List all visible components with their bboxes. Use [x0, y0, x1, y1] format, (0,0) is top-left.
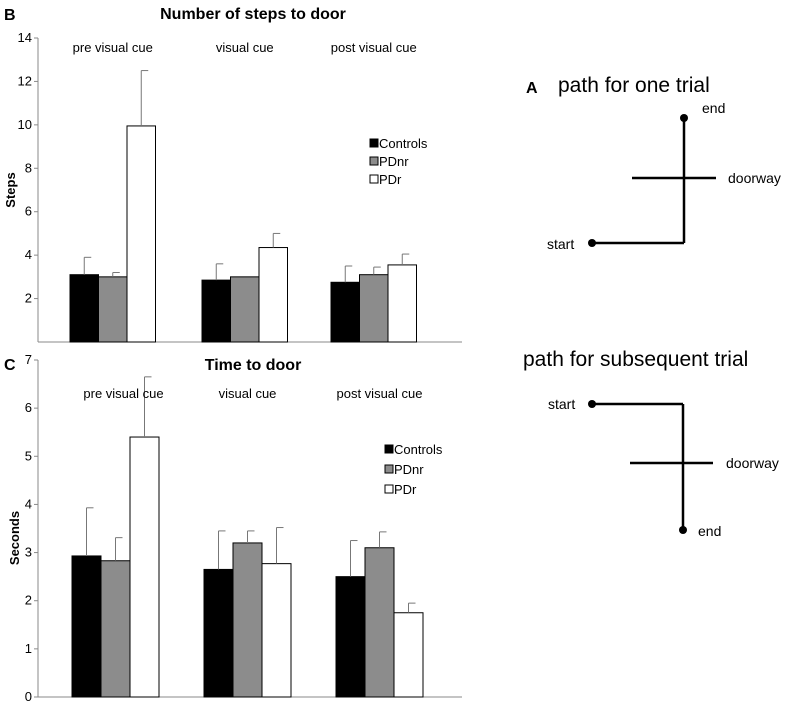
chart-marks: 0 1 2 3 4 5 6 7 pre visual cue visual cue post vis…: [25, 352, 462, 704]
path1-start-dot: [588, 239, 596, 247]
legend-label-pdr: PDr: [394, 482, 417, 497]
y-tick-label: 7: [25, 352, 32, 367]
group-label: visual cue: [219, 386, 277, 401]
bar-controls: [330, 281, 360, 343]
legend-swatch-pdnr: [384, 464, 394, 474]
chart-steps: B Number of steps to door Steps 2 4 6 8 10 12…: [3, 6, 462, 343]
bar-controls: [69, 274, 99, 343]
bar-pdr: [261, 563, 292, 698]
bar-pdr: [393, 612, 424, 698]
path2-start-dot: [588, 400, 596, 408]
y-tick-label: 14: [18, 30, 32, 45]
bar-pdnr: [232, 542, 263, 698]
y-tick-label: 8: [25, 160, 32, 175]
y-tick-label: 3: [25, 545, 32, 560]
y-tick-label: 6: [25, 400, 32, 415]
y-tick-label: 4: [25, 247, 32, 262]
group-label: post visual cue: [331, 40, 417, 55]
path2-end-dot: [679, 526, 687, 534]
bar-pdnr: [100, 560, 131, 698]
legend-label-pdr: PDr: [379, 172, 402, 187]
bar-controls: [71, 555, 102, 698]
legend-swatch-controls: [384, 444, 394, 454]
path1-route: [592, 118, 716, 245]
path1-end-label: end: [702, 100, 725, 116]
path2-doorway-label: doorway: [726, 455, 779, 471]
panel-letter-c: C: [4, 357, 16, 374]
y-tick-label: 5: [25, 448, 32, 463]
bar-controls: [335, 576, 366, 698]
chart-title: Number of steps to door: [160, 6, 346, 23]
bar-pdnr: [364, 547, 395, 698]
bar-pdr: [126, 125, 156, 343]
y-tick-label: 10: [18, 117, 32, 132]
path2-start-label: start: [548, 396, 575, 412]
path1-doorway-label: doorway: [728, 170, 781, 186]
legend-label-pdnr: PDnr: [394, 462, 424, 477]
path1-start-label: start: [547, 236, 574, 252]
legend-label-pdnr: PDnr: [379, 154, 409, 169]
group-label: pre visual cue: [73, 40, 153, 55]
y-tick-label: 2: [25, 593, 32, 608]
legend-swatch-pdr: [369, 174, 379, 184]
group-label: pre visual cue: [83, 386, 163, 401]
y-tick-label: 6: [25, 204, 32, 219]
panel-letter-b: B: [4, 7, 16, 24]
legend-label-controls: Controls: [394, 442, 443, 457]
legend-swatch-controls: [369, 138, 379, 148]
bar-pdnr: [230, 276, 260, 343]
legend-label-controls: Controls: [379, 136, 428, 151]
y-tick-label: 1: [25, 641, 32, 656]
group-label: visual cue: [216, 40, 274, 55]
path2-end-label: end: [698, 523, 721, 539]
legend-swatch-pdnr: [369, 156, 379, 166]
y-tick-label: 0: [25, 689, 32, 704]
path2-route: [592, 402, 713, 530]
chart-time: C Time to door Seconds 0 1 2 3 4 5 6 7 pre visua…: [4, 352, 462, 704]
bar-pdr: [129, 436, 160, 698]
path1-title: path for one trial: [558, 74, 710, 97]
bar-controls: [203, 568, 234, 698]
path2-title: path for subsequent trial: [523, 348, 748, 371]
bar-pdr: [258, 247, 288, 343]
legend-swatch-pdr: [384, 484, 394, 494]
bar-pdnr: [359, 274, 389, 343]
group-label: post visual cue: [337, 386, 423, 401]
y-tick-label: 2: [25, 291, 32, 306]
panel-letter-a: A: [526, 80, 538, 97]
y-axis-label: Seconds: [7, 511, 22, 565]
bar-controls: [201, 279, 231, 343]
y-axis-label: Steps: [3, 172, 18, 207]
path1-end-dot: [680, 114, 688, 122]
chart-title: Time to door: [205, 357, 302, 374]
path-diagram: A path for one trial start end doorway p…: [523, 74, 781, 539]
bar-pdr: [387, 264, 417, 343]
y-tick-label: 4: [25, 496, 32, 511]
y-tick-label: 12: [18, 73, 32, 88]
bar-pdnr: [98, 276, 128, 343]
chart-marks: 2 4 6 8 10 12 14 pre visual cue visual cue post v…: [18, 30, 462, 343]
